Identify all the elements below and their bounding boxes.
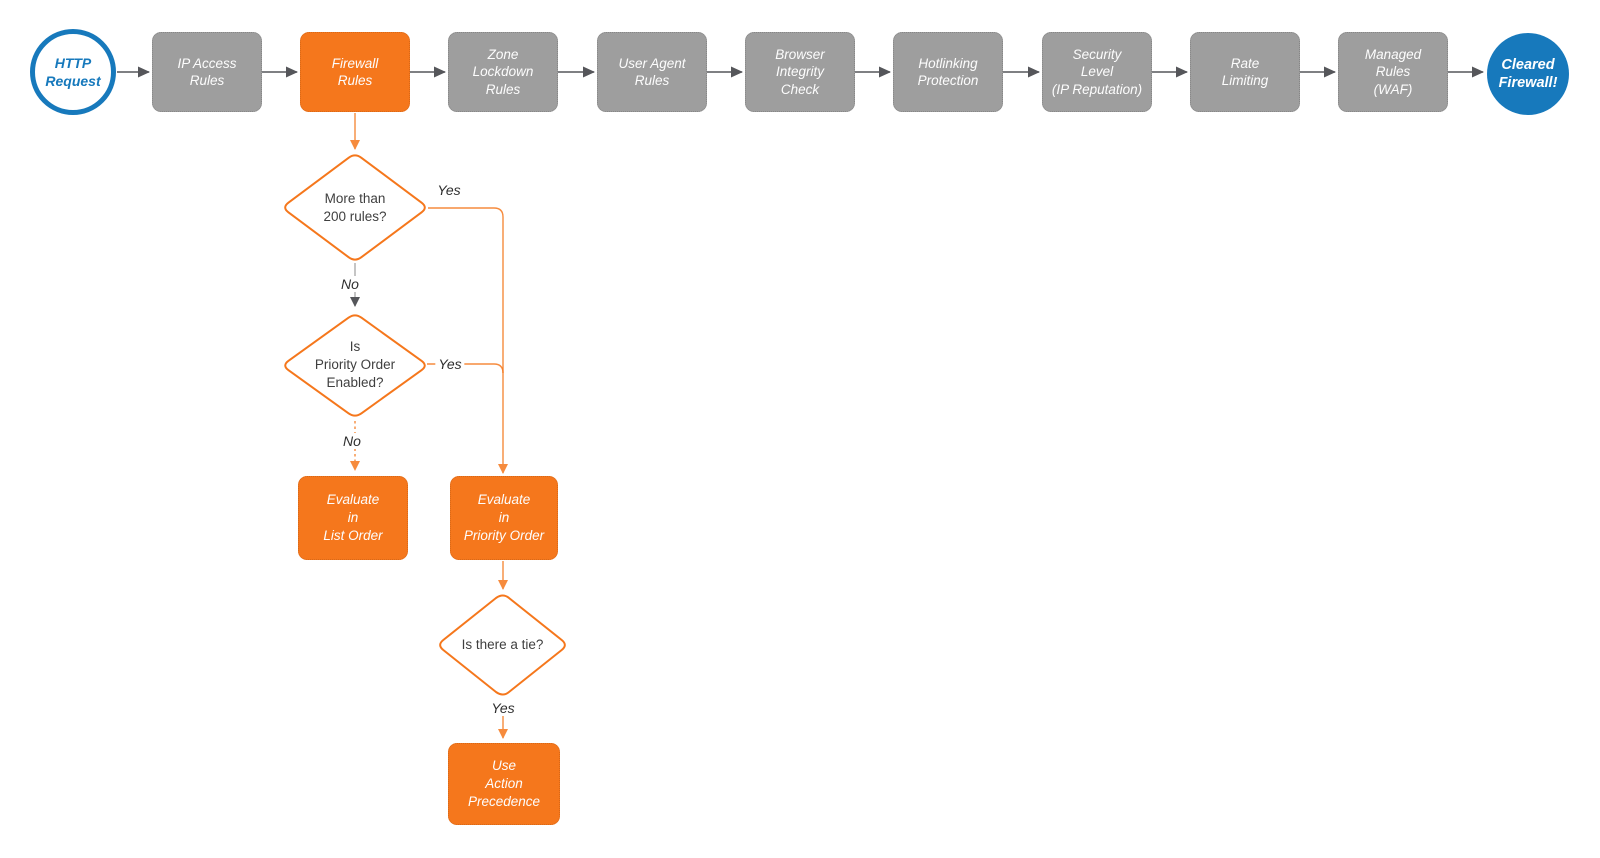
- node-evaluate-in-priority-order: Evaluate in Priority Order: [450, 476, 558, 560]
- node-evaluate-in-list-order: Evaluate in List Order: [298, 476, 408, 560]
- edge-label-yes-1: Yes: [434, 182, 464, 198]
- node-cleared-firewall: Cleared Firewall!: [1487, 33, 1569, 115]
- node-security-level: Security Level (IP Reputation): [1042, 32, 1152, 112]
- node-use-action-precedence: Use Action Precedence: [448, 743, 560, 825]
- edge-label-no-2: No: [340, 433, 364, 449]
- node-ip-access-rules: IP Access Rules: [152, 32, 262, 112]
- node-http-request: HTTP Request: [30, 29, 116, 115]
- decision-priority-order-enabled-label: Is Priority Order Enabled?: [314, 339, 396, 390]
- node-firewall-rules: Firewall Rules: [300, 32, 410, 112]
- node-hotlinking-protection: Hotlinking Protection: [893, 32, 1003, 112]
- node-zone-lockdown-rules: Zone Lockdown Rules: [448, 32, 558, 112]
- arrow-decision2-yes: [427, 363, 504, 374]
- arrow-decision1-yes: [428, 207, 508, 474]
- decision-is-there-a-tie-label: Is there a tie?: [461, 637, 544, 652]
- node-user-agent-rules: User Agent Rules: [597, 32, 707, 112]
- node-managed-rules-waf: Managed Rules (WAF): [1338, 32, 1448, 112]
- edge-label-yes-3: Yes: [488, 700, 518, 716]
- node-rate-limiting: Rate Limiting: [1190, 32, 1300, 112]
- diamond-is-there-a-tie: [439, 594, 566, 696]
- decision-more-than-200-rules-label: More than 200 rules?: [323, 191, 387, 224]
- node-browser-integrity-check: Browser Integrity Check: [745, 32, 855, 112]
- diamond-priority-order-enabled: [284, 314, 426, 417]
- diamond-more-than-200-rules: [284, 154, 426, 261]
- edge-label-no-1: No: [338, 276, 362, 292]
- edge-label-yes-2: Yes: [435, 356, 465, 372]
